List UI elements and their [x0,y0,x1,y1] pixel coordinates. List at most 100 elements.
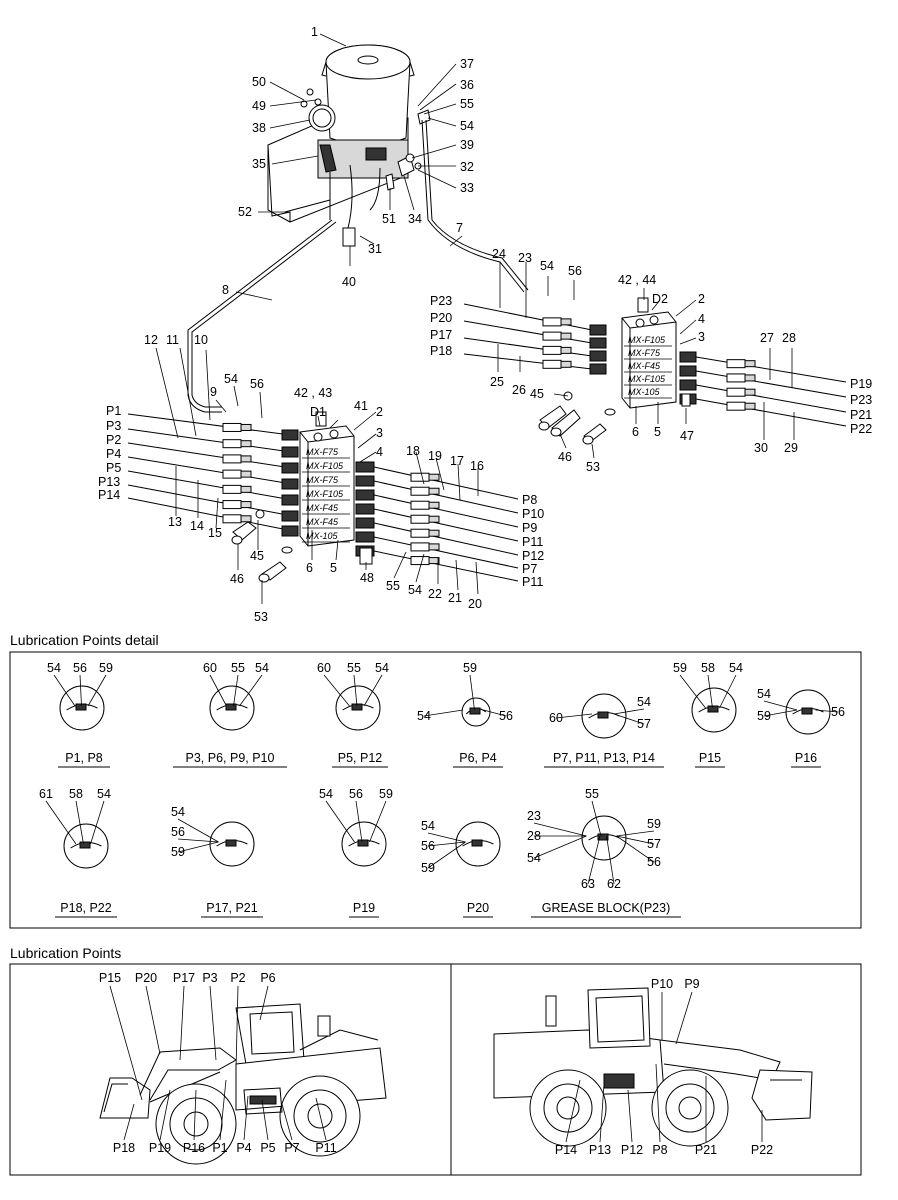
loader-leader [179,985,185,1061]
hose-fitting [410,514,430,524]
detail-callout: 59 [673,661,687,675]
hose-fitting [410,556,430,566]
label-18: 18 [406,444,420,458]
block-section-label: MX-105 [628,387,661,397]
wheel-loader-right-view [493,987,813,1147]
points-section-title: Lubrication Points [10,945,121,961]
detail-fitting [801,707,813,715]
detail-callout: 58 [69,787,83,801]
detail-leader [555,713,593,719]
block-port-fitting [589,350,607,362]
detail-leader [363,674,383,707]
label-53: 53 [254,610,268,624]
loader-point-label: P17 [173,971,195,985]
detail-leader [719,674,737,709]
block-section-label: MX-F45 [306,517,339,527]
label-28: 28 [782,331,796,345]
loader-point-label: P20 [135,971,157,985]
hose-lines [127,303,847,582]
block-port-fitting [589,324,607,336]
label-3-right: 3 [698,330,705,344]
hose-nut [428,515,440,523]
label-p12: P12 [522,549,544,563]
block-section-label: MX-F45 [306,503,339,513]
detail-callout: 59 [99,661,113,675]
loader-point-label: P21 [695,1143,717,1157]
label-p9: P9 [522,521,537,535]
hose-line [127,428,299,454]
detail-callout: 54 [421,819,435,833]
detail-leader [707,674,713,709]
hose-nut [240,501,252,509]
detail-leader [239,674,263,707]
label-5: 5 [330,561,337,575]
detail-leader [233,674,239,707]
loader-leader [281,1103,293,1141]
label-p7: P7 [522,562,537,576]
hose-line [695,384,847,413]
hose-nut [560,332,572,340]
loader-leader [219,1079,227,1141]
loader-point-label: P1 [212,1141,227,1155]
label-6-right: 6 [632,425,639,439]
label-p23: P23 [430,294,452,308]
hose-fitting [542,331,562,341]
loader-point-label: P4 [236,1141,251,1155]
label-41: 41 [354,399,368,413]
detail-leader [177,838,219,843]
detail-callout: 58 [701,661,715,675]
label-13: 13 [168,515,182,529]
loader-point-label: P8 [652,1143,667,1157]
block-port-fitting [355,503,375,515]
loader-leader [209,985,217,1061]
hose-fitting [222,500,242,510]
detail-leader [75,800,84,845]
label-p14: P14 [98,488,120,502]
label-54: 54 [408,583,422,597]
detail-caption: P16 [795,751,817,765]
hose-line [695,370,847,398]
label-49: 49 [252,99,266,113]
detail-leader [616,835,655,845]
hose-line [463,353,593,370]
hose-fitting [222,439,242,449]
detail-leader [587,835,601,885]
label-54-left: 54 [224,372,238,386]
detail-leader [353,674,358,707]
block-port-fitting [355,475,375,487]
detail-fitting [471,839,483,847]
hose-line [373,494,519,528]
label-17: 17 [450,454,464,468]
label-53-right: 53 [586,460,600,474]
label-54-right: 54 [540,259,554,273]
detail-callout: 56 [831,705,845,719]
label-32: 32 [460,160,474,174]
detail-leader [369,800,387,843]
label-46-right: 46 [558,450,572,464]
label-42-43: 42 , 43 [294,386,332,400]
label-p18: P18 [430,344,452,358]
block-port-fitting [355,461,375,473]
hose-fitting [222,454,242,464]
label-2-right: 2 [698,292,705,306]
label-p11-b: P11 [522,575,543,589]
detail-leader [533,835,587,859]
hose-fitting [542,345,562,355]
label-51: 51 [382,212,396,226]
hose-nut [240,440,252,448]
block-section-label: MX-F105 [628,374,666,384]
label-d2: D2 [652,292,668,306]
hose-line [373,466,519,500]
detail-caption: P18, P22 [60,901,111,915]
label-2: 2 [376,405,383,419]
label-p5: P5 [106,461,121,475]
label-39: 39 [460,138,474,152]
detail-leader [679,674,706,709]
hose-fitting [410,500,430,510]
label-56-right: 56 [568,264,582,278]
